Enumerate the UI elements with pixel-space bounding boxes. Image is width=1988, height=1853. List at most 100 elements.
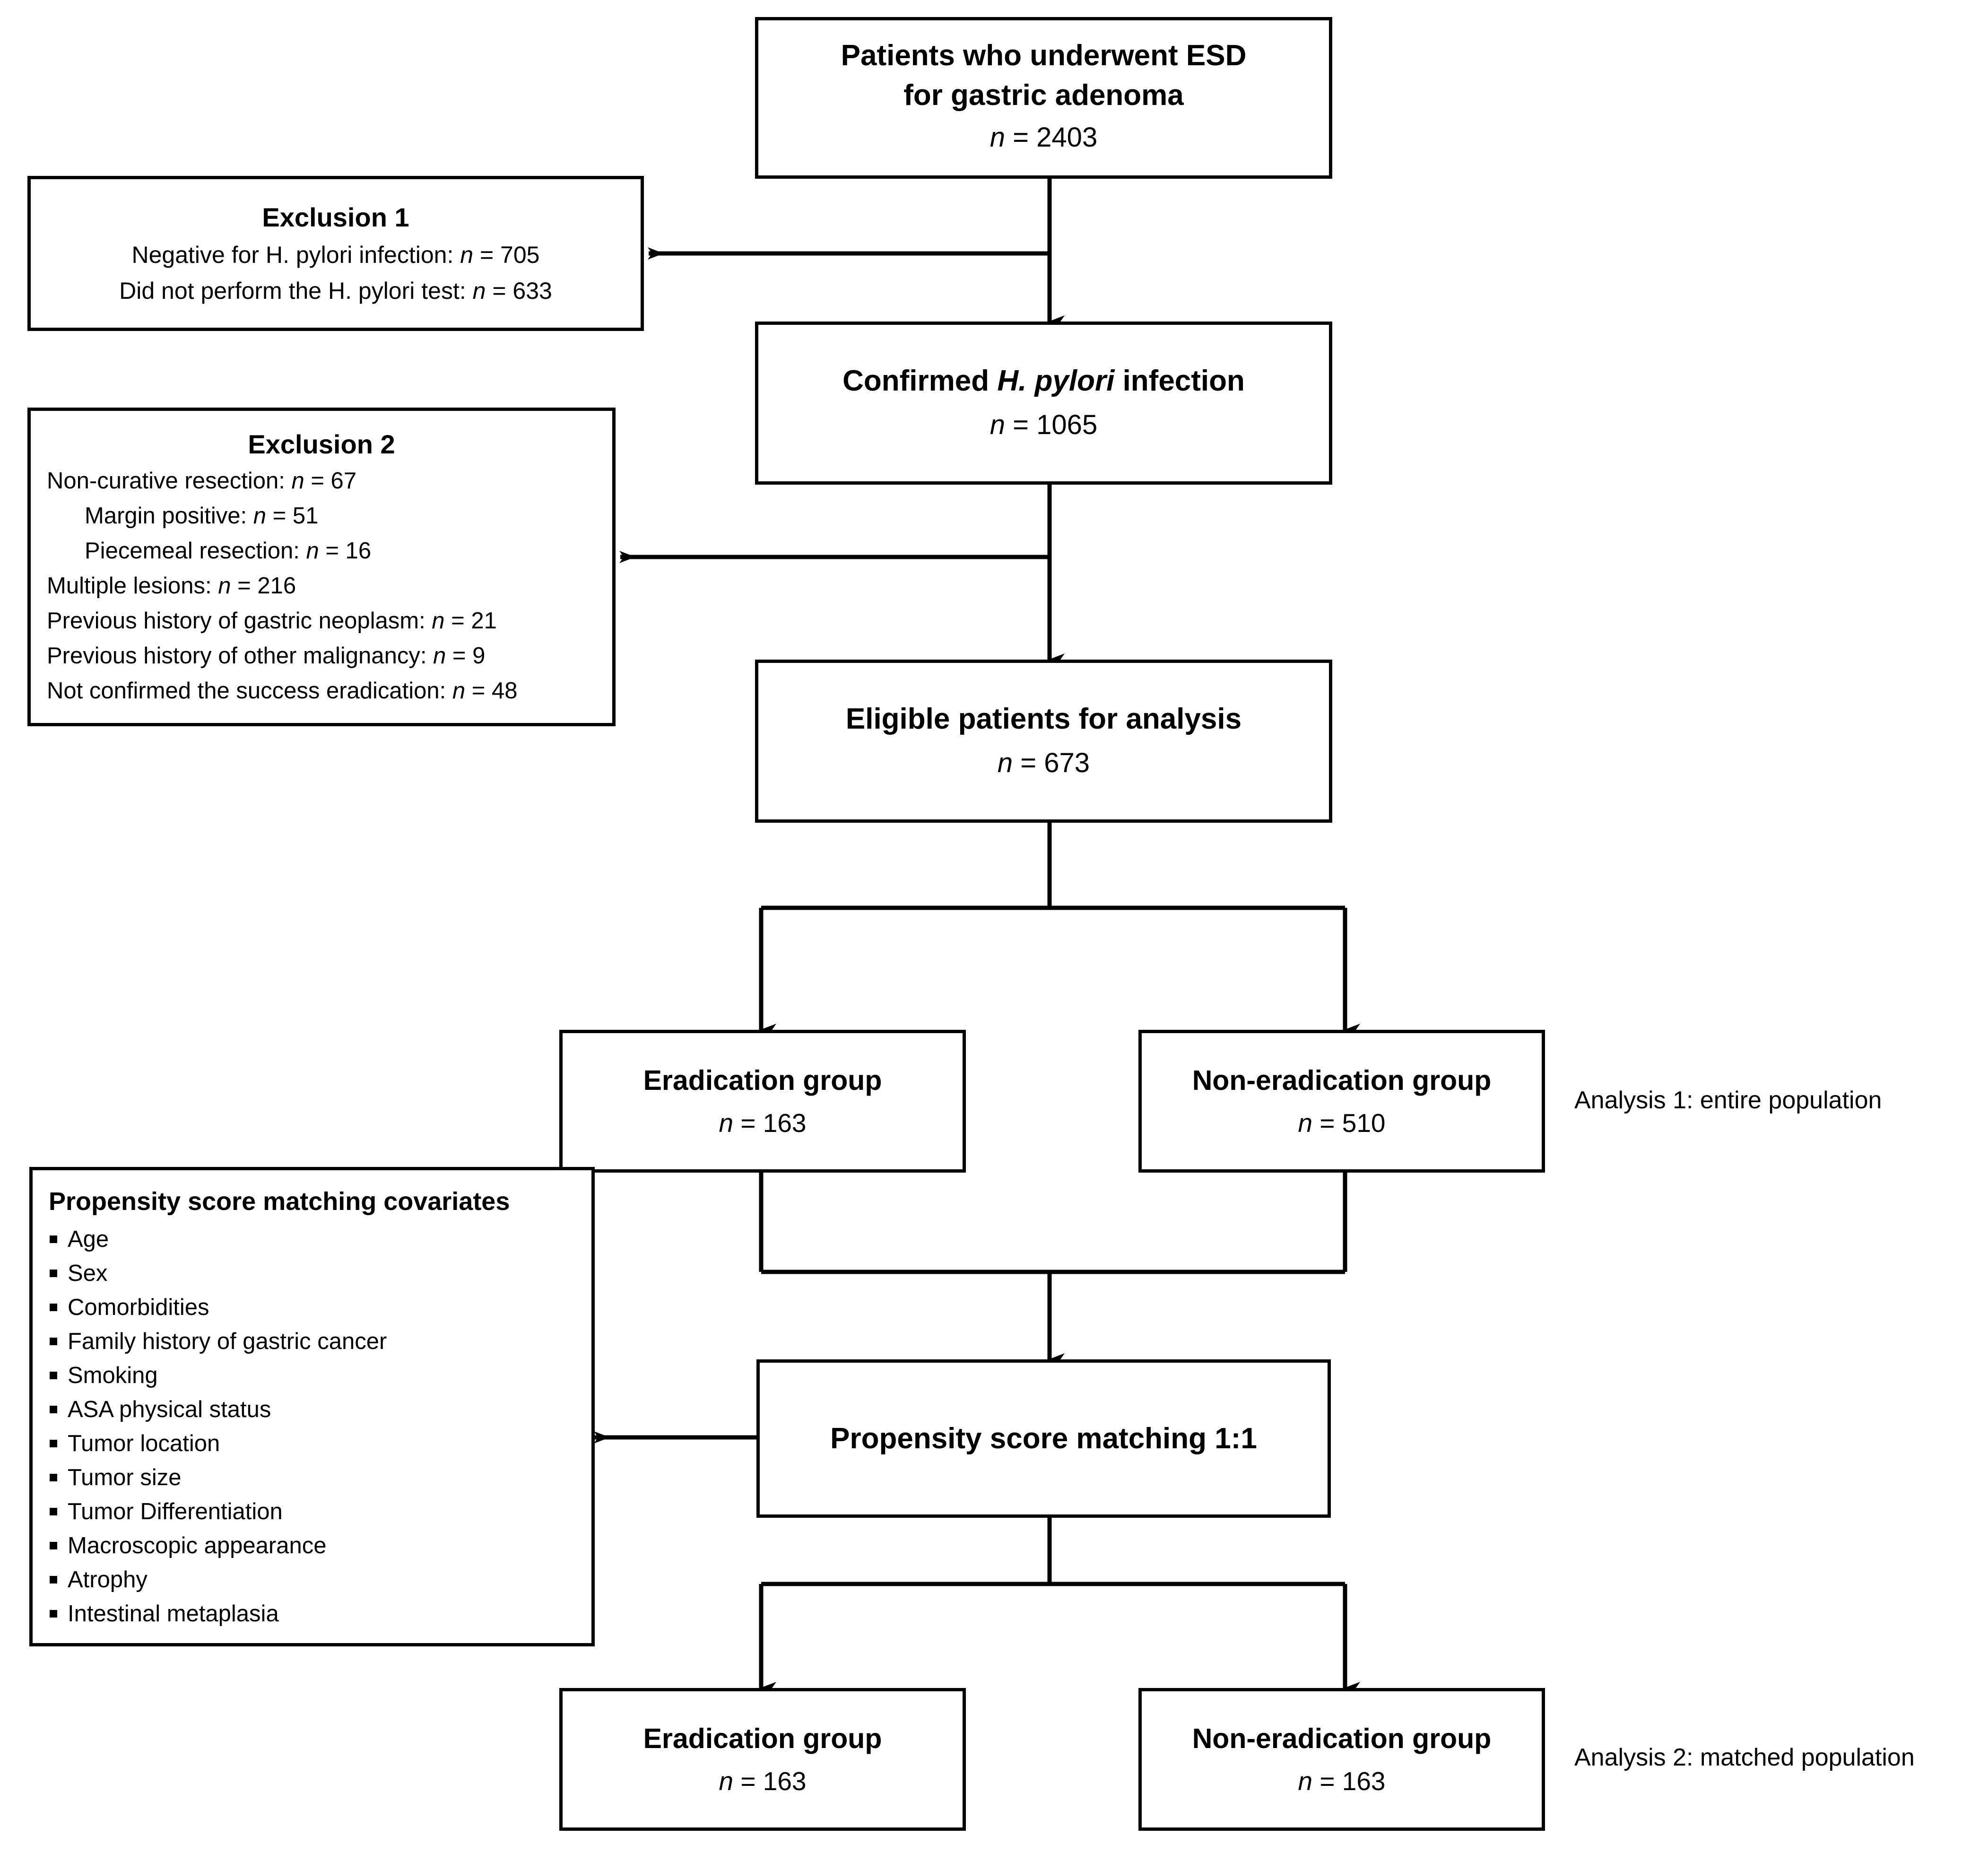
- bullet-square-icon: [50, 1338, 57, 1345]
- box-propensity-score-matching: Propensity score matching 1:1: [756, 1359, 1331, 1518]
- covariate-item: Tumor Differentiation: [33, 1495, 591, 1529]
- covariate-item: Atrophy: [33, 1563, 591, 1597]
- confirmed-title: Confirmed H. pylori infection: [758, 359, 1329, 403]
- exclusion2-item: Non-curative resection: n = 67: [47, 468, 357, 494]
- confirmed-count-eq: =: [1005, 409, 1037, 440]
- box-psm-covariates: Propensity score matching covariates Age…: [29, 1167, 595, 1646]
- exclusion1-title: Exclusion 1: [262, 202, 409, 232]
- source-count-value: 2403: [1036, 122, 1098, 153]
- eligible-count-prefix: n: [997, 747, 1013, 778]
- eradication1-title: Eradication group: [643, 1065, 882, 1096]
- confirmed-count-value: 1065: [1036, 409, 1098, 440]
- confirmed-title-pre: Confirmed: [842, 364, 998, 397]
- exclusion2-item: Piecemeal resection: n = 16: [85, 538, 372, 564]
- eradication1-count-prefix: n: [719, 1108, 734, 1138]
- annotation-analysis-2: Analysis 2: matched population: [1574, 1744, 1915, 1771]
- noneradication1-title: Non-eradication group: [1192, 1065, 1492, 1096]
- confirmed-title-post: infection: [1114, 364, 1245, 397]
- box-eligible-patients: Eligible patients for analysis n = 673: [755, 660, 1332, 823]
- eradication2-title: Eradication group: [643, 1723, 882, 1754]
- eradication1-count-value: 163: [763, 1108, 807, 1138]
- box-source-population: Patients who underwent ESD for gastric a…: [755, 17, 1332, 179]
- noneradication1-count: n = 510: [1142, 1102, 1542, 1144]
- covariate-item: Tumor location: [33, 1427, 591, 1461]
- covariate-item: Intestinal metaplasia: [33, 1597, 591, 1631]
- eradication2-count-prefix: n: [719, 1766, 734, 1796]
- noneradication2-count-eq: =: [1312, 1766, 1342, 1796]
- exclusion1-item: Negative for H. pylori infection: n = 70…: [131, 242, 540, 268]
- covariate-item: Age: [33, 1222, 591, 1256]
- covariate-item: Macroscopic appearance: [33, 1529, 591, 1563]
- annotation-analysis-1: Analysis 1: entire population: [1574, 1087, 1882, 1114]
- eradication2-count: n = 163: [563, 1760, 963, 1802]
- source-count: n = 2403: [758, 115, 1329, 160]
- eradication1-count-eq: =: [733, 1108, 763, 1138]
- covariate-label: ASA physical status: [68, 1397, 271, 1422]
- exclusion2-item: Previous history of gastric neoplasm: n …: [47, 608, 497, 634]
- bullet-square-icon: [50, 1406, 57, 1413]
- bullet-square-icon: [50, 1576, 57, 1583]
- bullet-square-icon: [50, 1610, 57, 1618]
- bullet-square-icon: [50, 1440, 57, 1447]
- noneradication1-count-prefix: n: [1298, 1108, 1313, 1138]
- noneradication1-count-eq: =: [1312, 1108, 1342, 1138]
- eligible-title: Eligible patients for analysis: [845, 702, 1242, 735]
- covariate-label: Intestinal metaplasia: [68, 1601, 279, 1627]
- noneradication2-title: Non-eradication group: [1192, 1723, 1492, 1754]
- noneradication2-count-prefix: n: [1298, 1766, 1313, 1796]
- eligible-count: n = 673: [758, 741, 1329, 785]
- exclusion1-item: Did not perform the H. pylori test: n = …: [119, 278, 552, 304]
- box-eradication-group-analysis1: Eradication group n = 163: [559, 1030, 966, 1173]
- covariate-label: Comorbidities: [68, 1295, 209, 1320]
- covariate-item: Family history of gastric cancer: [33, 1324, 591, 1358]
- bullet-square-icon: [50, 1270, 57, 1277]
- confirmed-count-prefix: n: [990, 409, 1006, 440]
- eligible-count-value: 673: [1044, 747, 1090, 778]
- bullet-square-icon: [50, 1235, 57, 1243]
- box-exclusion-2: Exclusion 2 Non-curative resection: n = …: [27, 408, 616, 726]
- source-title-line2: for gastric adenoma: [903, 79, 1184, 112]
- bullet-square-icon: [50, 1508, 57, 1515]
- covariate-item: Smoking: [33, 1358, 591, 1392]
- source-count-prefix: n: [990, 122, 1006, 153]
- exclusion2-item: Not confirmed the success eradication: n…: [47, 678, 518, 704]
- covariate-label: Family history of gastric cancer: [68, 1329, 387, 1354]
- confirmed-title-species: H. pylori: [997, 364, 1115, 397]
- covariate-item: Comorbidities: [33, 1290, 591, 1324]
- covariate-label: Age: [68, 1227, 109, 1252]
- exclusion2-title: Exclusion 2: [248, 429, 395, 459]
- covariate-item: Sex: [33, 1256, 591, 1290]
- exclusion2-item: Margin positive: n = 51: [85, 503, 319, 529]
- exclusion2-item: Multiple lesions: n = 216: [47, 573, 296, 599]
- confirmed-count: n = 1065: [758, 403, 1329, 447]
- eradication2-count-eq: =: [733, 1766, 763, 1796]
- bullet-square-icon: [50, 1474, 57, 1481]
- noneradication2-count-value: 163: [1342, 1766, 1386, 1796]
- box-exclusion-1: Exclusion 1 Negative for H. pylori infec…: [27, 176, 644, 331]
- covariate-label: Smoking: [68, 1363, 158, 1388]
- bullet-square-icon: [50, 1542, 57, 1549]
- bullet-square-icon: [50, 1304, 57, 1311]
- noneradication1-count-value: 510: [1342, 1108, 1386, 1138]
- source-title-line1: Patients who underwent ESD: [841, 39, 1247, 72]
- eradication1-count: n = 163: [563, 1102, 963, 1144]
- box-confirmed-infection: Confirmed H. pylori infection n = 1065: [755, 322, 1332, 485]
- covariates-title: Propensity score matching covariates: [49, 1187, 510, 1216]
- covariate-label: Atrophy: [68, 1567, 148, 1592]
- covariate-label: Tumor Differentiation: [68, 1499, 283, 1524]
- source-count-eq: =: [1005, 122, 1037, 153]
- box-non-eradication-group-analysis2: Non-eradication group n = 163: [1138, 1688, 1545, 1831]
- exclusion2-item: Previous history of other malignancy: n …: [47, 643, 486, 669]
- matching-title: Propensity score matching 1:1: [830, 1422, 1257, 1455]
- covariate-item: ASA physical status: [33, 1392, 591, 1427]
- eradication2-count-value: 163: [763, 1766, 807, 1796]
- covariate-label: Tumor location: [68, 1431, 220, 1456]
- covariates-list: Age Sex Comorbidities Family history of …: [33, 1222, 591, 1631]
- covariate-item: Tumor size: [33, 1461, 591, 1495]
- eligible-count-eq: =: [1013, 747, 1044, 778]
- box-non-eradication-group-analysis1: Non-eradication group n = 510: [1138, 1030, 1545, 1173]
- bullet-square-icon: [50, 1372, 57, 1379]
- noneradication2-count: n = 163: [1142, 1760, 1542, 1802]
- covariate-label: Sex: [68, 1261, 108, 1286]
